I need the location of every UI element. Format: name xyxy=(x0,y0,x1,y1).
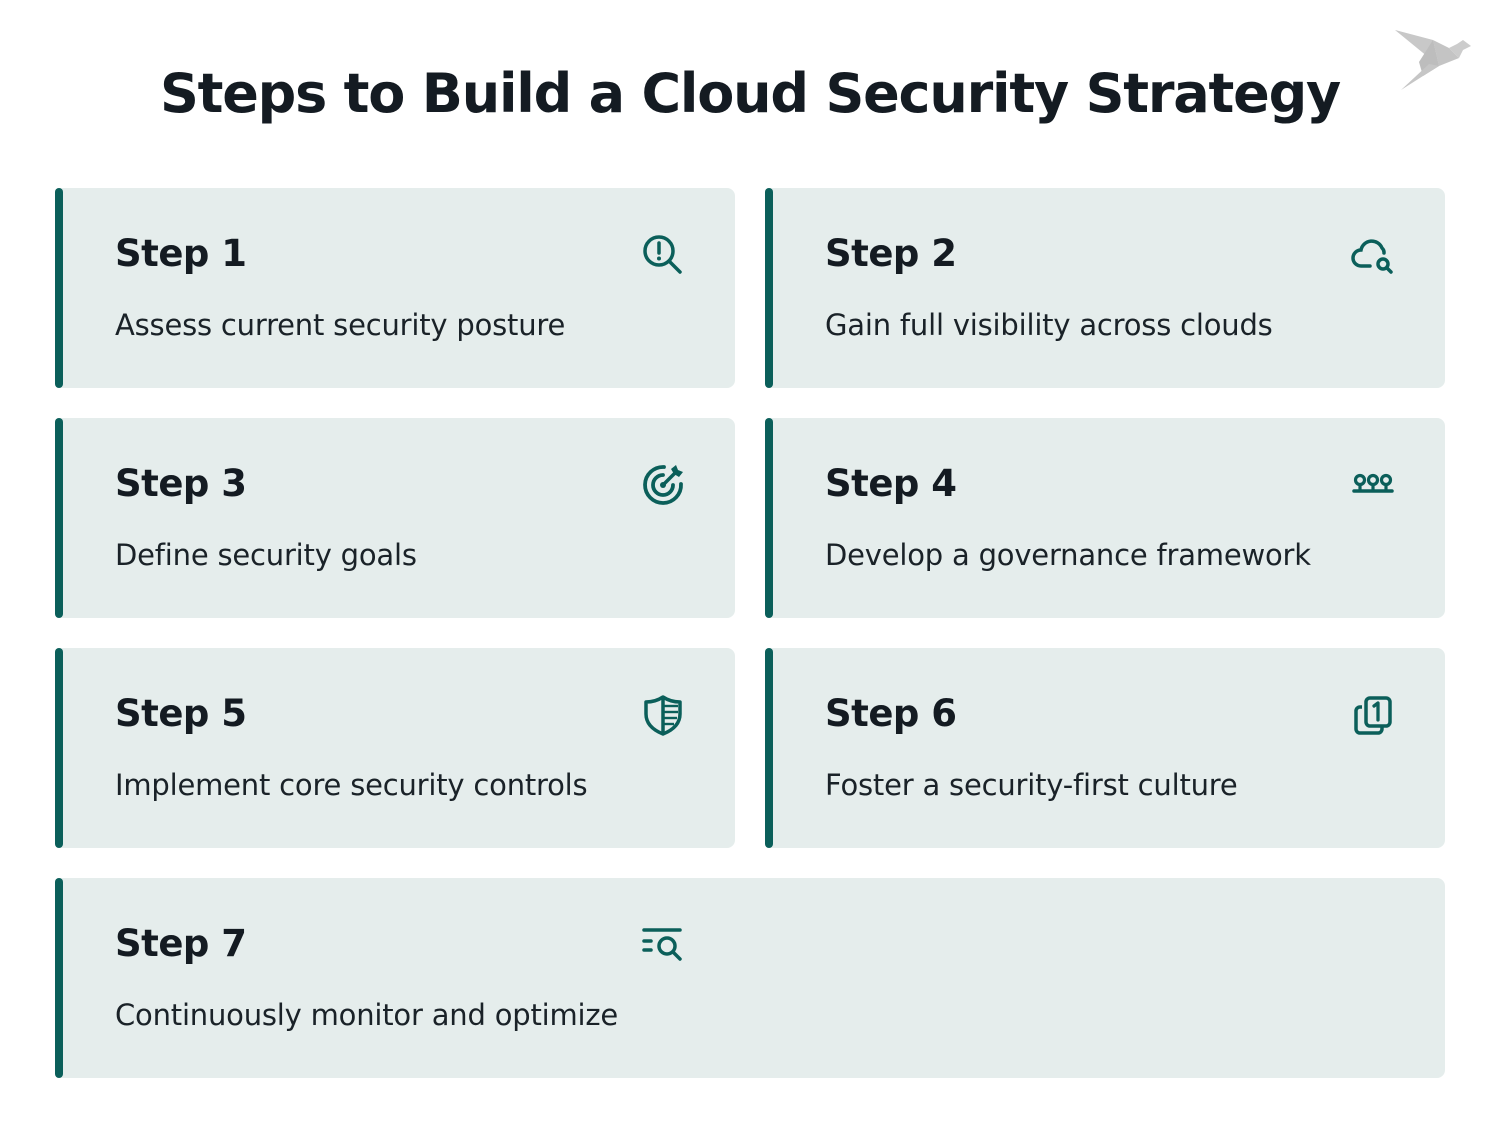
step-label: Step 6 xyxy=(825,692,957,735)
step-label: Step 1 xyxy=(115,232,247,275)
list-search-icon xyxy=(638,920,688,970)
step-description: Develop a governance framework xyxy=(825,538,1311,572)
accent-bar xyxy=(765,648,773,848)
step-description: Foster a security-first culture xyxy=(825,768,1238,802)
step-card-3: Step 3 Define security goals xyxy=(55,418,735,618)
shield-icon xyxy=(638,690,688,740)
accent-bar xyxy=(765,188,773,388)
step-description: Assess current security posture xyxy=(115,308,566,342)
accent-bar xyxy=(55,648,63,848)
cloud-search-icon xyxy=(1348,230,1398,280)
framework-icon xyxy=(1348,460,1398,510)
step-description: Implement core security controls xyxy=(115,768,588,802)
accent-bar xyxy=(765,418,773,618)
step-label: Step 4 xyxy=(825,462,957,505)
step-card-7: Step 7 Continuously monitor and optimize xyxy=(55,878,1445,1078)
step-description: Continuously monitor and optimize xyxy=(115,998,619,1032)
copy-one-icon xyxy=(1348,690,1398,740)
target-icon xyxy=(638,460,688,510)
accent-bar xyxy=(55,418,63,618)
step-card-1: Step 1 Assess current security posture xyxy=(55,188,735,388)
step-description: Define security goals xyxy=(115,538,417,572)
step-card-2: Step 2 Gain full visibility across cloud… xyxy=(765,188,1445,388)
step-card-6: Step 6 Foster a security-first culture xyxy=(765,648,1445,848)
step-label: Step 3 xyxy=(115,462,247,505)
search-alert-icon xyxy=(638,230,688,280)
step-label: Step 7 xyxy=(115,922,247,965)
step-label: Step 5 xyxy=(115,692,247,735)
step-label: Step 2 xyxy=(825,232,957,275)
step-card-5: Step 5 Implement core security controls xyxy=(55,648,735,848)
accent-bar xyxy=(55,188,63,388)
step-card-4: Step 4 Develop a governance framework xyxy=(765,418,1445,618)
bird-logo-icon xyxy=(1393,28,1473,92)
step-description: Gain full visibility across clouds xyxy=(825,308,1273,342)
page-title: Steps to Build a Cloud Security Strategy xyxy=(159,62,1341,125)
accent-bar xyxy=(55,878,63,1078)
